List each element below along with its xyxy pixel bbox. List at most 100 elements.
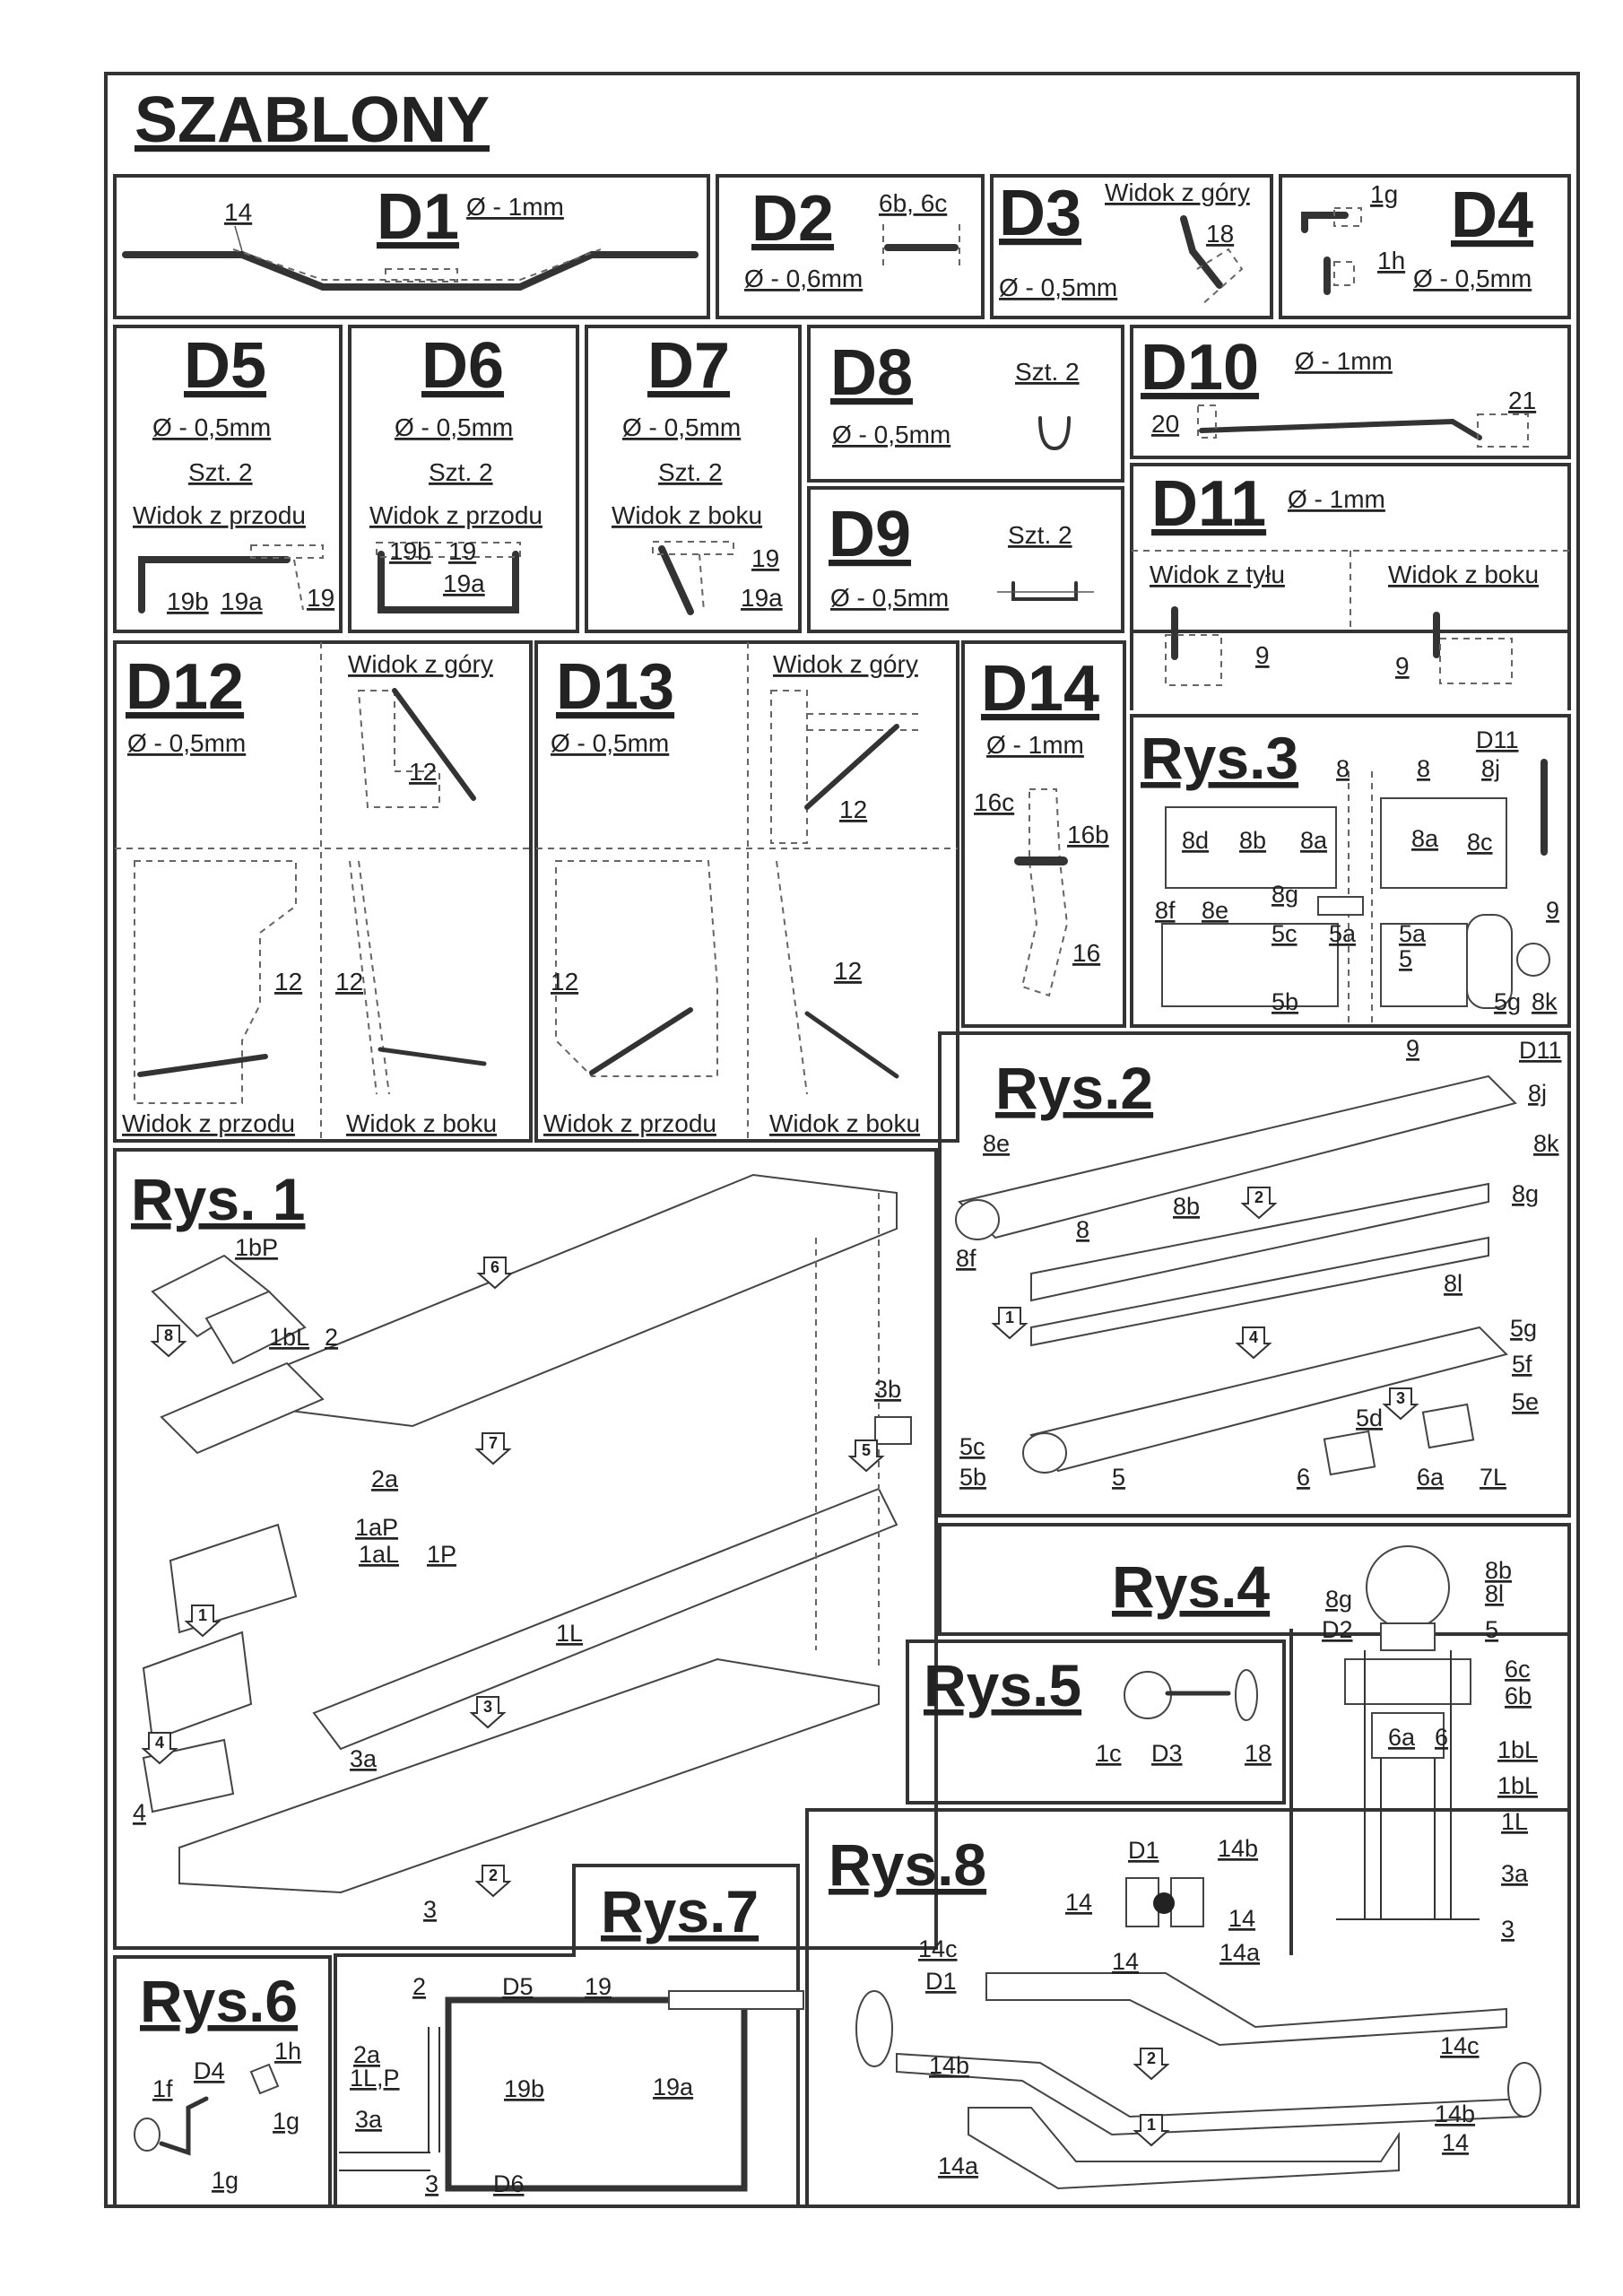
- rys4-callout: 1L: [1501, 1808, 1528, 1835]
- rys3-callout: 8k: [1532, 988, 1558, 1015]
- d5-wire: [138, 556, 291, 613]
- d5-label-19a: 19a: [221, 587, 263, 615]
- rys7-callout: 2a: [353, 2041, 381, 2068]
- d11-label-9a: 9: [1255, 641, 1270, 669]
- rys7-callout: D6: [493, 2170, 525, 2197]
- rys4-callout: 8b: [1485, 1557, 1512, 1584]
- rys1-callout: 1L: [556, 1620, 583, 1647]
- rys1-step-arrow: 3: [469, 1696, 507, 1729]
- rys3-callout: 5b: [1271, 988, 1298, 1015]
- rys4-figure: Rys.4: [1112, 1545, 1480, 1920]
- rys2-callout: 8g: [1512, 1180, 1539, 1207]
- rys8-step-arrow: 1: [1133, 2114, 1170, 2147]
- rys6-panel: [113, 1955, 332, 2208]
- d11-side-view: Widok z boku: [1388, 561, 1539, 588]
- d6-panel: [348, 325, 579, 633]
- d9-diameter: Ø - 0,5mm: [830, 584, 949, 612]
- d9-wire: [1011, 581, 1078, 601]
- d10-panel: [1130, 325, 1571, 459]
- rys3-callout: 5a: [1329, 920, 1357, 947]
- rys7-callout: 19a: [653, 2074, 694, 2100]
- rys1-step-number: 8: [164, 1326, 173, 1344]
- rys1-step-number: 2: [489, 1866, 498, 1884]
- d5-template: D5 Ø - 0,5mm Szt. 2 Widok z przodu 19b 1…: [133, 330, 334, 615]
- rys8-callout: 14: [1112, 1948, 1139, 1975]
- rys3-callout: 8: [1417, 755, 1430, 782]
- rys1-step-arrow: 7: [474, 1432, 512, 1465]
- rys2-callout: 5g: [1510, 1315, 1537, 1342]
- d7-qty: Szt. 2: [658, 458, 723, 486]
- rys3-callout: 8: [1336, 755, 1350, 782]
- d5-diameter: Ø - 0,5mm: [152, 413, 271, 441]
- d12-side-view: Widok z boku: [346, 1109, 497, 1137]
- rys3-lower-left: [1161, 923, 1339, 1007]
- rys2-callout: 8l: [1444, 1270, 1462, 1297]
- d13-diameter: Ø - 0,5mm: [551, 729, 669, 757]
- rys2-step-arrow: 2: [1240, 1187, 1278, 1220]
- rys4-callout: 1bL: [1497, 1736, 1538, 1763]
- rys2-callout: 7L: [1480, 1464, 1506, 1491]
- d13-name: D13: [556, 651, 674, 723]
- rys2-step-number: 1: [1005, 1309, 1014, 1326]
- rys6-callout: 1g: [212, 2167, 239, 2194]
- d2-diameter: Ø - 0,6mm: [744, 265, 863, 292]
- d6-wire: [378, 551, 519, 613]
- d10-diameter: Ø - 1mm: [1295, 347, 1393, 375]
- rys3-panel: [1130, 714, 1571, 1028]
- rys7-title: Rys.7: [601, 1878, 759, 1944]
- rys3-right-box: [1380, 797, 1507, 889]
- d6-qty: Szt. 2: [429, 458, 493, 486]
- rys8-callout: 14a: [1219, 1939, 1261, 1966]
- rys1-step-arrow: 4: [141, 1732, 178, 1765]
- rys2-figure: Rys.2: [955, 1055, 1517, 1476]
- rys1-step-number: 4: [155, 1734, 164, 1752]
- rys3-callout: 5a: [1399, 920, 1427, 947]
- rys1-step-arrow: 6: [476, 1257, 514, 1290]
- rys8-callout: D1: [1128, 1837, 1159, 1864]
- d11-name: D11: [1151, 468, 1266, 540]
- rys3-figure: Rys.3: [1141, 725, 1550, 1026]
- d8-template: D8 Szt. 2 Ø - 0,5mm: [830, 337, 1080, 451]
- d6-label-19b: 19b: [389, 537, 431, 565]
- d7-template: D7 Ø - 0,5mm Szt. 2 Widok z boku 19 19a: [612, 330, 783, 615]
- rys3-left-box: [1165, 806, 1337, 889]
- d3-view: Widok z góry: [1105, 178, 1250, 206]
- d7-name: D7: [647, 330, 730, 402]
- d7-panel: [585, 325, 802, 633]
- d8-name: D8: [830, 337, 913, 409]
- rys2-callout: 8e: [983, 1130, 1010, 1157]
- rys6-callout: 1h: [274, 2038, 301, 2065]
- rys6-callout: 1g: [273, 2108, 299, 2135]
- rys8-panel: [805, 1808, 1571, 2208]
- d6-label-19a: 19a: [443, 570, 485, 597]
- d14-label-16b: 16b: [1067, 821, 1109, 848]
- d11-label-9b: 9: [1395, 652, 1410, 680]
- rys5-title: Rys.5: [924, 1652, 1081, 1718]
- d3-wire: [1180, 215, 1223, 289]
- d5-label-19b: 19b: [167, 587, 209, 615]
- rys3-callout: 8c: [1467, 829, 1493, 856]
- d5-label-19: 19: [307, 584, 334, 612]
- rys8-callout: 14c: [918, 1935, 958, 1962]
- rys6-callout: 1f: [152, 2075, 173, 2102]
- rys4-callout: 5: [1485, 1616, 1498, 1643]
- d1-label-14: 14: [224, 198, 252, 226]
- d12-diameter: Ø - 0,5mm: [127, 729, 246, 757]
- rys4-callout: 3: [1501, 1916, 1515, 1943]
- rys2-rail-8g: [1030, 1182, 1489, 1302]
- d10-name: D10: [1141, 332, 1259, 404]
- rys8-callout: 14b: [929, 2052, 969, 2079]
- d5-name: D5: [184, 330, 266, 402]
- d13-wire-side: [804, 1011, 899, 1079]
- rys3-callout: 8j: [1481, 755, 1500, 782]
- rys8-step-arrow: 2: [1133, 2048, 1170, 2081]
- d1-name: D1: [377, 181, 459, 253]
- d7-view: Widok z boku: [612, 501, 762, 529]
- rys8-axle-top: [985, 1972, 1507, 2047]
- d6-template: D6 Ø - 0,5mm Szt. 2 Widok z przodu 19b 1…: [369, 330, 542, 613]
- rys2-step-number: 3: [1396, 1389, 1405, 1407]
- d10-template: D10 Ø - 1mm 21 20: [1141, 332, 1536, 448]
- rys3-title: Rys.3: [1141, 725, 1298, 791]
